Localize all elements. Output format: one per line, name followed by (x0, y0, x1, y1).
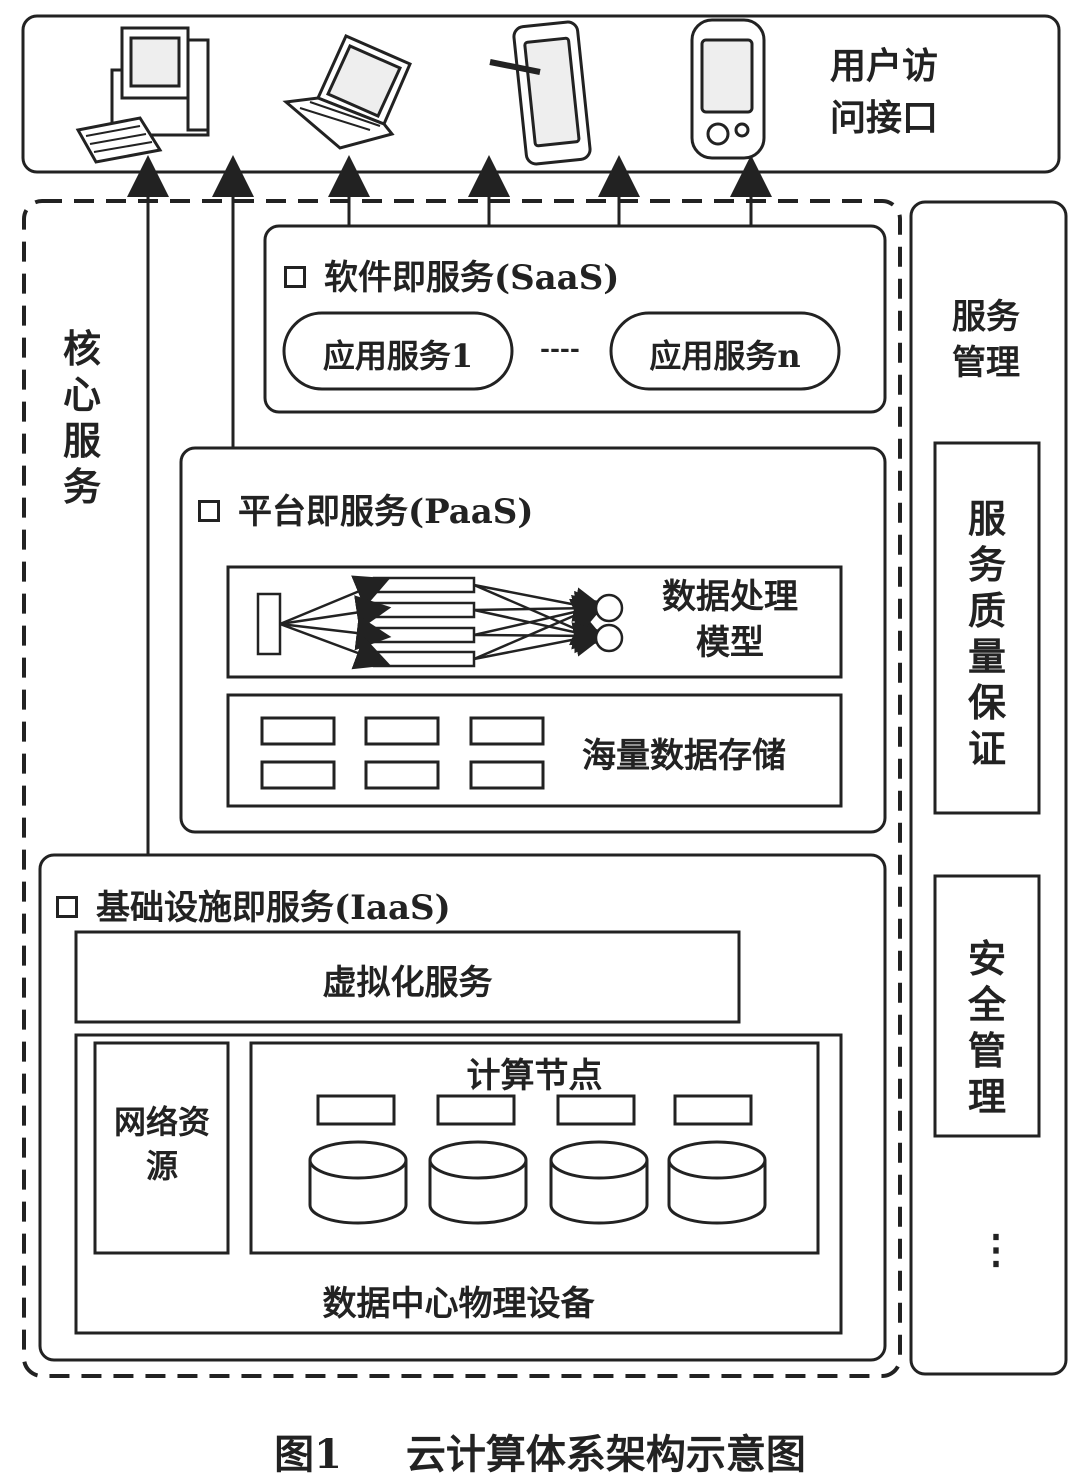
upward-arrows (127, 155, 772, 855)
checkbox-square-icon (284, 266, 306, 288)
storage-blocks-graphic (260, 716, 545, 790)
paas-title: 平台即服务(PaaS) (198, 484, 533, 533)
network-resources-box (93, 1041, 230, 1255)
virtualization-label: 虚拟化服务 (322, 963, 493, 1003)
mobile-phone-icon (690, 18, 766, 160)
app-service-1-label: 应用服务1 (322, 337, 474, 375)
processing-model-box (226, 565, 843, 679)
service-management-box (909, 200, 1068, 1376)
datacenter-box (74, 1033, 843, 1335)
paas-title-text: 平台即服务(PaaS) (238, 492, 534, 532)
more-ellipsis-icon: ⋮ (976, 1226, 1016, 1273)
figure-number: 图1 (274, 1431, 342, 1478)
compute-nodes-label: 计算节点 (466, 1056, 603, 1096)
app-service-n-label: 应用服务n (649, 337, 801, 375)
processing-model-label: 数据处理模型 (662, 577, 798, 663)
saas-box (263, 224, 887, 414)
security-box (933, 874, 1041, 1138)
laptop-icon (282, 34, 412, 150)
core-services-label: 核心服务 (62, 326, 101, 509)
iaas-title-text: 基础设施即服务(IaaS) (96, 888, 451, 928)
qos-label: 服务质量保证 (967, 496, 1006, 771)
storage-box (226, 693, 843, 808)
user-interface-box (21, 14, 1061, 174)
app-service-ellipsis: ---- (540, 334, 580, 363)
core-services-dashed-box (22, 199, 902, 1378)
virtualization-box (74, 930, 741, 1024)
storage-label: 海量数据存储 (582, 736, 786, 776)
datacenter-label: 数据中心物理设备 (322, 1284, 595, 1324)
user-interface-label: 用户访问接口 (830, 45, 939, 139)
saas-title-text: 软件即服务(SaaS) (324, 258, 620, 298)
desktop-computer-icon (75, 26, 210, 164)
iaas-title: 基础设施即服务(IaaS) (56, 880, 451, 929)
paas-box (179, 446, 887, 834)
compute-nodes-box (249, 1041, 820, 1255)
network-resources-label: 网络资源 (113, 1103, 210, 1185)
checkbox-square-icon (198, 500, 220, 522)
checkbox-square-icon (56, 896, 78, 918)
saas-title: 软件即服务(SaaS) (284, 250, 619, 299)
figure-caption: 图1 云计算体系架构示意图 (0, 1422, 1080, 1480)
iaas-box (38, 853, 887, 1362)
app-service-1-pill (282, 311, 514, 391)
tablet-with-stylus-icon (489, 20, 592, 166)
qos-box (933, 441, 1041, 815)
security-label: 安全管理 (967, 936, 1006, 1119)
processing-network-graphic (256, 575, 624, 670)
figure-title: 云计算体系架构示意图 (405, 1431, 806, 1478)
app-service-n-pill (609, 311, 841, 391)
service-management-label: 服务管理 (952, 297, 1020, 383)
compute-node-graphics (308, 1094, 767, 1225)
